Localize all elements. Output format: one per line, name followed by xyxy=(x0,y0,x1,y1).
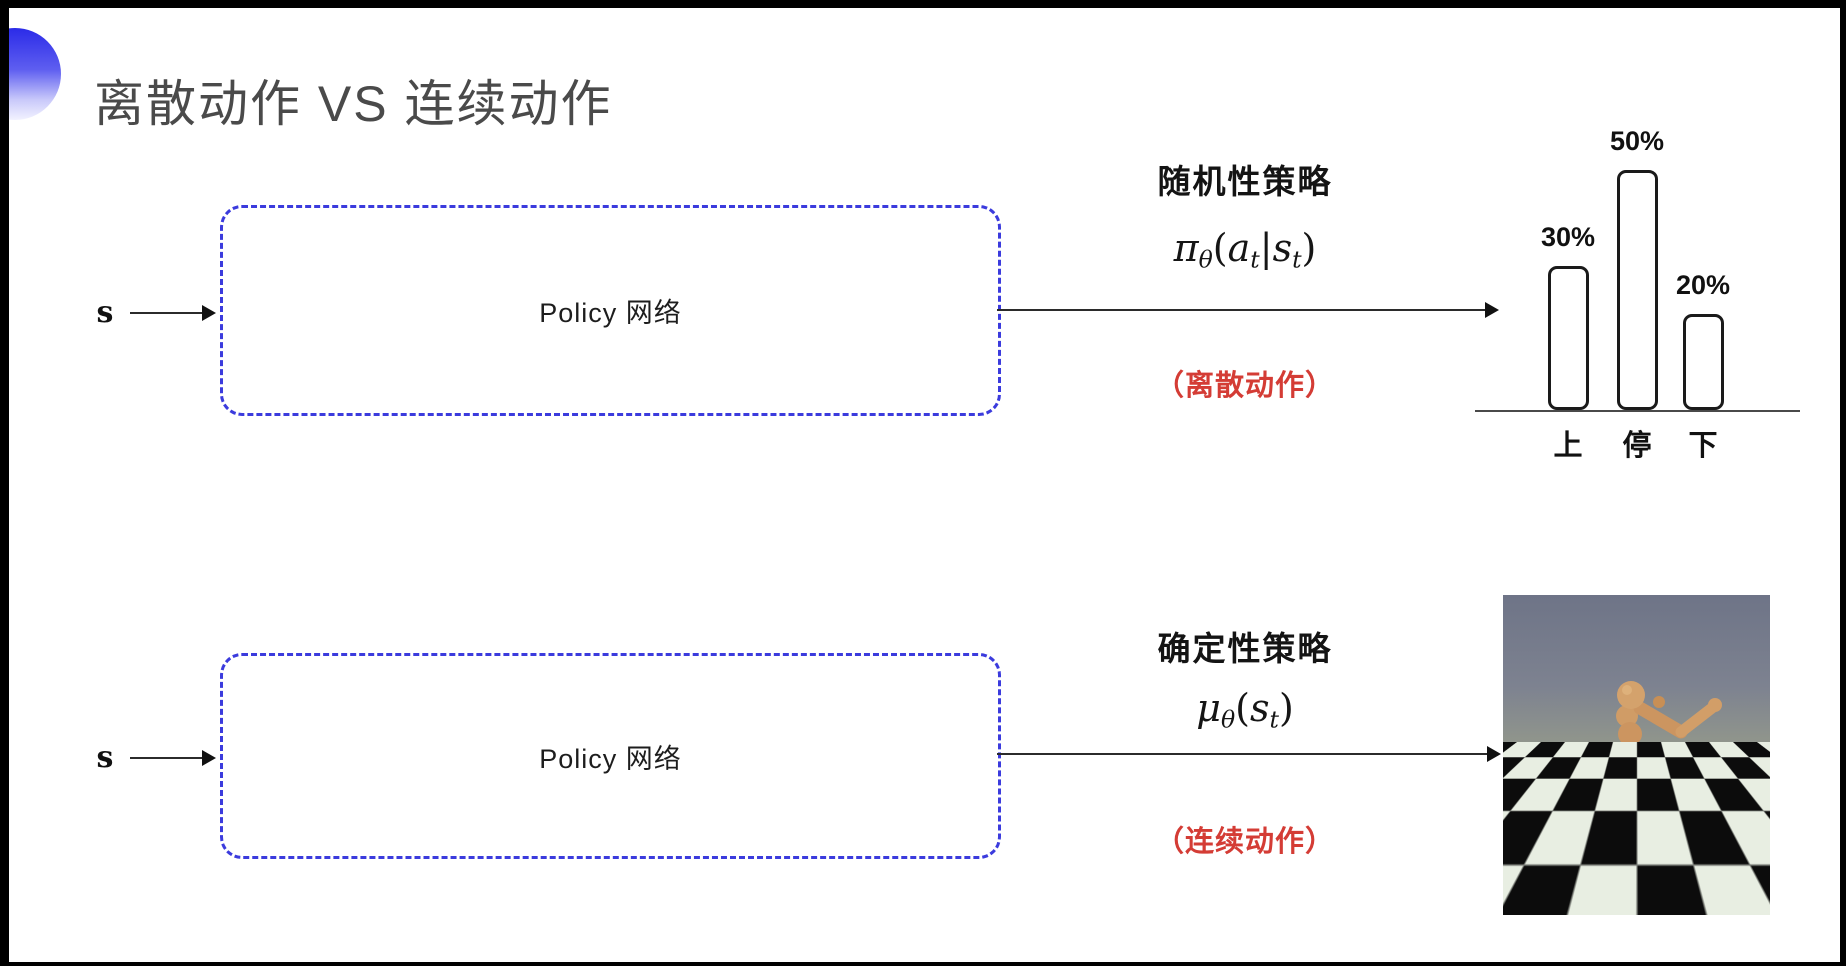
humanoid-robot-figure xyxy=(1569,681,1722,903)
policy-network-box-top: Policy 网络 xyxy=(220,205,1001,416)
deterministic-policy-label: 确定性策略 xyxy=(1157,630,1333,667)
bar-value-label: 20% xyxy=(1675,270,1731,300)
output-arrow-line-bottom xyxy=(997,753,1487,755)
action-probability-chart: 30% 上 50% 停 20% 下 xyxy=(1475,100,1805,470)
bar-category-label: 下 xyxy=(1688,430,1718,462)
slide-canvas: 离散动作 VS 连续动作 s Policy 网络 随机性策略 πθ(at|st)… xyxy=(9,8,1840,962)
bar-category-label: 停 xyxy=(1622,430,1652,462)
probability-bar xyxy=(1682,314,1724,410)
policy-network-label-bottom: Policy 网络 xyxy=(539,743,682,774)
output-arrow-head-top xyxy=(1485,302,1499,318)
output-arrow-line-top xyxy=(997,309,1487,311)
policy-network-box-bottom: Policy 网络 xyxy=(220,653,1001,859)
humanoid-simulation-image xyxy=(1503,595,1770,915)
stochastic-policy-label: 随机性策略 xyxy=(1157,163,1333,200)
probability-bar xyxy=(1547,266,1589,410)
chart-baseline xyxy=(1475,410,1800,412)
input-arrow-line-top xyxy=(130,312,204,314)
input-arrow-head-top xyxy=(202,305,216,321)
state-input-label-top: s xyxy=(96,295,114,330)
bar-value-label: 50% xyxy=(1609,126,1665,156)
input-arrow-head-bottom xyxy=(202,750,216,766)
bar-value-label: 30% xyxy=(1540,222,1596,252)
input-arrow-line-bottom xyxy=(130,757,204,759)
title-bullet-icon xyxy=(9,28,61,120)
policy-network-label-top: Policy 网络 xyxy=(539,298,682,328)
discrete-action-note: （离散动作） xyxy=(1154,370,1335,402)
probability-bar xyxy=(1616,170,1658,410)
bar-category-label: 上 xyxy=(1553,430,1583,462)
deterministic-policy-formula: μθ(st) xyxy=(1196,686,1294,734)
page-title: 离散动作 VS 连续动作 xyxy=(94,75,613,132)
state-input-label-bottom: s xyxy=(96,740,114,775)
output-arrow-head-bottom xyxy=(1487,746,1501,762)
stochastic-policy-formula: πθ(at|st) xyxy=(1173,226,1317,274)
continuous-action-note: （连续动作） xyxy=(1154,826,1335,858)
